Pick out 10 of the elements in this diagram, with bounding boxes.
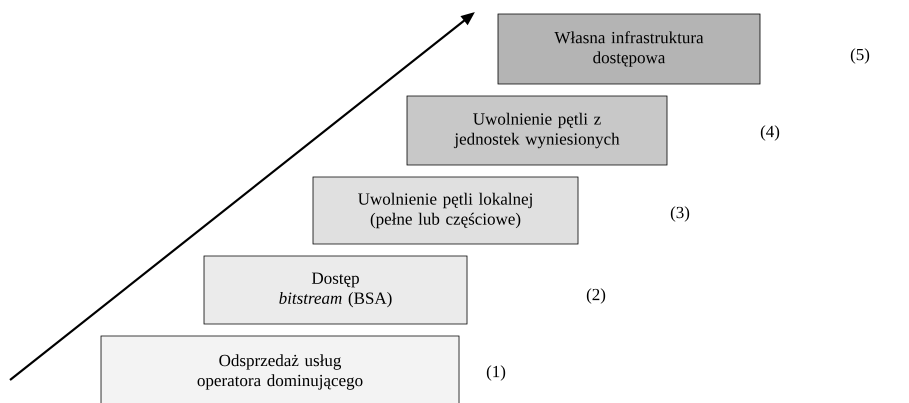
step-number: (4) [760, 125, 780, 141]
step-number: (1) [486, 365, 506, 381]
step-number: (3) [670, 206, 690, 222]
step-number: (2) [586, 288, 606, 304]
step-box: Własna infrastruktura dostępowa [498, 14, 760, 84]
step-box: Dostęp bitstream (BSA) [204, 256, 468, 324]
step-box: Uwolnienie pętli lokalnej (pełne lub częściowe) [312, 176, 578, 244]
step-number: (5) [850, 48, 870, 64]
step-box: Odsprzedaż usług operatora dominującego [100, 336, 460, 403]
step-box: Uwolnienie pętli z jednostek wyniesionych [406, 96, 668, 166]
